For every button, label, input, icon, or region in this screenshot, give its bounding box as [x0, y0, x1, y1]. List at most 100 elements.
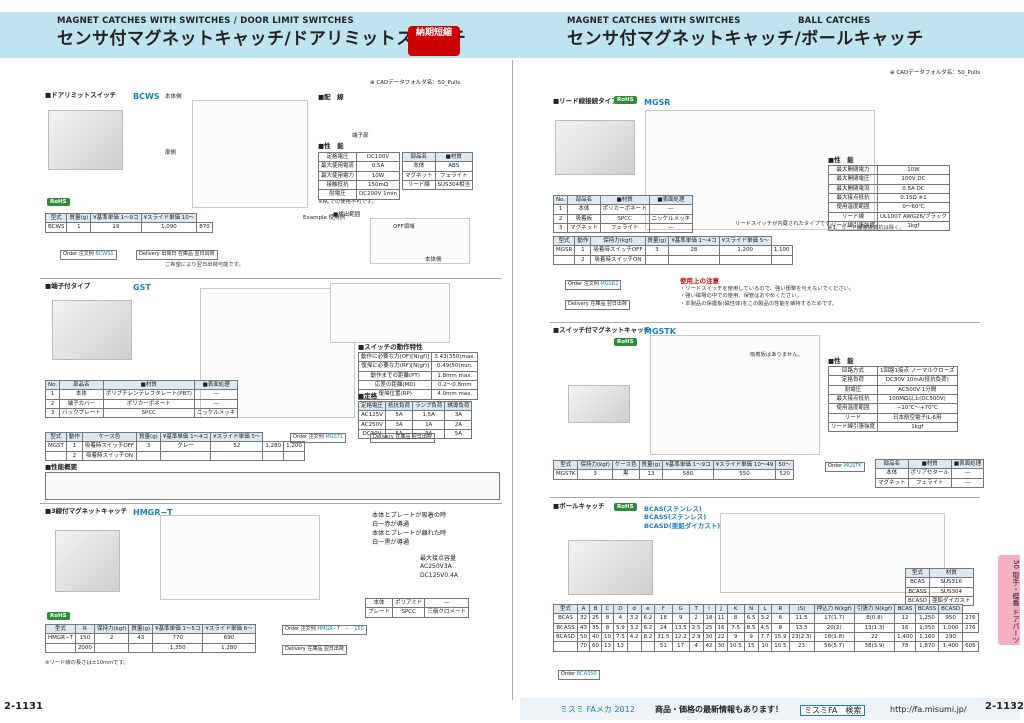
table-cell: 2 — [574, 254, 592, 265]
table-header-cell: 定格電圧 — [357, 400, 387, 412]
table-cell: 13 — [613, 641, 628, 652]
table-cell: 吸着時スイッチON — [590, 254, 646, 265]
table-cell: ― — [648, 222, 694, 234]
table-cell: 日本航空電子IL-6用 — [877, 412, 958, 423]
table-cell — [210, 450, 264, 461]
table-cell: 3 — [644, 245, 670, 256]
table-cell: 100MΩ以上(DC500V) — [877, 393, 958, 405]
rohs-badge: RoHS — [47, 198, 70, 207]
bcws-sub-door: 扉側 — [165, 150, 177, 156]
table-cell: MGST — [45, 441, 67, 452]
table-cell: 2 — [688, 613, 704, 624]
table-cell: 1kgf — [877, 220, 950, 232]
table-cell: 8 — [601, 622, 615, 633]
mgsr-order: Order 注文例 MGSR2 — [565, 280, 622, 290]
table-header-cell: 50～ — [775, 459, 794, 471]
table-cell: 30 — [702, 631, 716, 643]
table-cell: 8 — [601, 613, 615, 624]
table-cell: 0.5A DC — [877, 183, 950, 194]
hmgr-note: ※リード線の長さは±10mmです。 — [45, 660, 129, 666]
table-cell: ― — [193, 389, 239, 400]
mgstk-section-title: ■スイッチ付マグネットキャッチ — [553, 326, 651, 334]
table-cell — [770, 254, 793, 265]
table-header-cell: ¥基準単価 1～4コ — [159, 431, 212, 443]
table-cell — [262, 450, 285, 461]
table-cell: リード線引張強度 — [827, 421, 879, 433]
table-header-cell: 動作 — [65, 431, 83, 443]
mgsr-code: MGSR — [644, 98, 671, 107]
table-cell: 4.0mm max. — [431, 389, 479, 400]
table-cell: 10W — [877, 164, 950, 176]
table-cell: 7.5 — [613, 631, 628, 643]
table-cell — [45, 642, 76, 653]
table-header-cell: ■表面処理 — [950, 458, 985, 470]
table-cell: リード線 — [402, 179, 436, 191]
table-cell: 使用温度範囲 — [827, 202, 879, 213]
body-side-label: 本体側 — [425, 257, 442, 263]
table-cell — [283, 450, 305, 461]
table-cell — [552, 254, 576, 265]
table-cell: 最大開閉電圧 — [827, 174, 879, 185]
left-cad-note: ⊕ CADデータフォルダ名：50_Pulls — [370, 80, 461, 86]
table-cell: 6 — [771, 613, 790, 624]
table-cell: 本体 — [59, 389, 104, 400]
footer-search-box[interactable]: ミスミFA 検索 — [800, 705, 866, 717]
table-cell: AC500V 1分間 — [877, 384, 958, 395]
left-header-jp: センサ付マグネットキャッチ/ドアリミットスイッチ — [57, 29, 467, 49]
table-cell: BCAS — [552, 613, 579, 624]
footer-url[interactable]: http://fa.misumi.jp/ — [890, 705, 967, 714]
ac-note: ※ACでの使用不可です。 — [318, 199, 377, 205]
side-tab[interactable]: 50 取手・蝶番 ドアパーツ — [998, 555, 1020, 645]
table-cell: BCAS — [904, 577, 931, 588]
table-header-cell: ¥スライド単価 6～ — [202, 623, 256, 635]
table-cell: 1kgf — [877, 421, 958, 433]
hmgr-code: HMGR−T — [133, 508, 173, 517]
bcws-section-title: ■ドアリミットスイッチ — [45, 91, 117, 99]
table-cell: 1,400 — [894, 631, 916, 643]
table-row: リード日本航空電子IL-6用 — [827, 412, 958, 423]
mgsr-delivery: Delivery 在庫品 翌日出荷 — [565, 300, 630, 310]
table-cell: ポリカーボネート — [102, 398, 195, 409]
table-cell: 耐電圧 — [827, 384, 879, 395]
table-cell: 290 — [938, 631, 964, 643]
table-cell: フェライト — [907, 477, 952, 488]
footer-brand: ミスミ FAメカ 2012 — [560, 705, 635, 714]
table-header-cell: e — [640, 603, 656, 615]
table-header-cell: D — [613, 603, 628, 615]
table-cell: 吸着時スイッチON — [81, 450, 138, 461]
table-cell: 0～60℃ — [877, 202, 950, 213]
bcws-drawing — [192, 100, 308, 208]
mgsr-photo — [555, 120, 635, 175]
table-cell: 定格電圧 — [317, 151, 358, 163]
table-cell: 3 — [44, 407, 61, 419]
table-cell: 276 — [962, 622, 979, 633]
table-cell: 応差の距離(MD) — [357, 379, 433, 391]
table-cell: 6.2 — [640, 622, 656, 633]
table-header-cell: ¥スライド単価 10～ — [140, 212, 198, 224]
table-cell: 5A — [385, 410, 414, 421]
table-cell: 15 — [743, 641, 759, 652]
caution-title: 使用上の注意 — [680, 277, 719, 285]
ballcatch-section-title: ■ボールキャッチ — [553, 502, 605, 510]
table-cell — [93, 642, 130, 653]
detect-diagram — [370, 218, 470, 264]
table-cell: ― — [648, 204, 694, 215]
table-cell: 復帰位置(RP) — [357, 389, 433, 400]
table-cell: 13 — [601, 641, 615, 652]
